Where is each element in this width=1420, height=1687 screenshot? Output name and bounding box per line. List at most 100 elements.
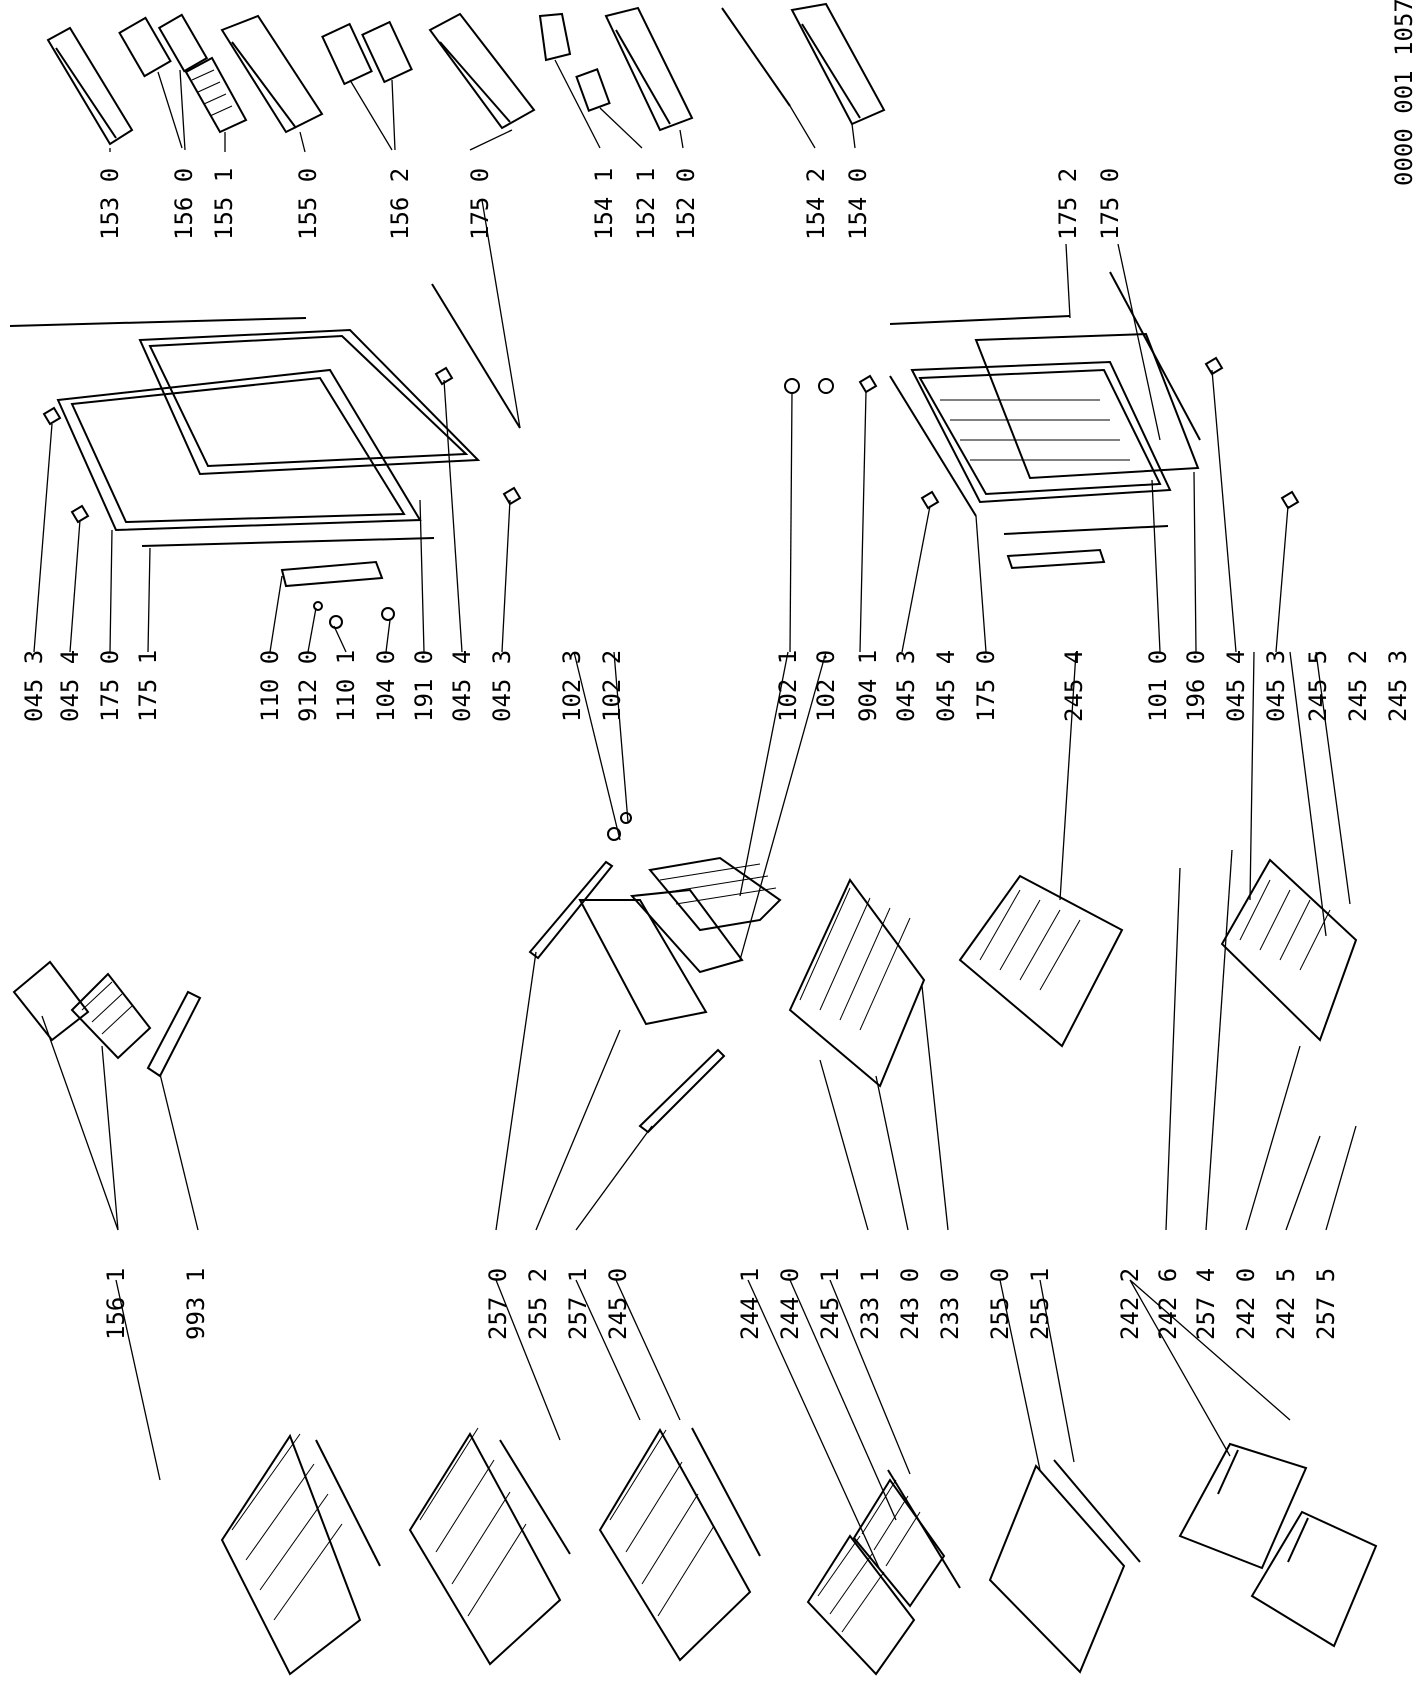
label-175-0-right: 175 0 (1096, 168, 1124, 240)
label-156-0-top: 156 0 (170, 168, 198, 240)
label-244-0: 244 0 (776, 1268, 804, 1340)
label-175-2: 175 2 (1054, 168, 1082, 240)
drawer-242-0 (1220, 858, 1358, 1042)
label-156-2: 156 2 (386, 168, 414, 240)
label-045-3-d: 045 3 (1262, 650, 1290, 722)
clip-102-2 (620, 812, 632, 824)
label-156-1: 156 1 (102, 1268, 130, 1340)
label-175-0-top: 175 0 (466, 168, 494, 240)
freezer-rail-175-0 (1109, 271, 1201, 441)
label-245-2: 245 2 (1344, 650, 1372, 722)
label-993-1: 993 1 (182, 1268, 210, 1340)
label-245-5: 245 5 (1304, 650, 1332, 722)
label-242-2: 242 2 (1116, 1268, 1144, 1340)
hinge-045-4-b (434, 366, 454, 386)
clip-102-3 (607, 827, 621, 841)
label-102-0: 102 0 (812, 650, 840, 722)
label-255-1: 255 1 (1026, 1268, 1054, 1340)
trim-257-1 (638, 1048, 726, 1134)
wire-shelf-245-0 (598, 1427, 761, 1662)
wire-shelf-233-1 (788, 878, 926, 1088)
label-045-4-d: 045 4 (1222, 650, 1250, 722)
trim-255-1 (1053, 1459, 1141, 1563)
hinge-045-4-d (1204, 356, 1224, 376)
rail-154-2 (721, 7, 791, 107)
door-strip-lower (141, 537, 435, 547)
label-175-0-a: 175 0 (96, 650, 124, 722)
label-245-0: 245 0 (604, 1268, 632, 1340)
label-102-1: 102 1 (774, 650, 802, 722)
egg-tray-156-0 (118, 13, 209, 78)
label-242-6: 242 6 (1154, 1268, 1182, 1340)
label-191-0: 191 0 (410, 650, 438, 722)
label-152-1: 152 1 (632, 168, 660, 240)
knob-904-1-b (818, 378, 834, 394)
trim-245-1 (887, 1469, 961, 1589)
cap-104-0 (381, 607, 395, 621)
wire-shelf-244-0 (852, 1478, 946, 1608)
label-045-4-b: 045 4 (448, 650, 476, 722)
trim-257-0 (528, 860, 614, 960)
label-242-5: 242 5 (1272, 1268, 1300, 1340)
drawer-front-102-0 (629, 888, 744, 974)
top-labels: 153 0 156 0 155 1 155 0 156 2 175 0 154 … (96, 168, 1124, 240)
hinge-045-3-a (42, 406, 62, 426)
label-110-0: 110 0 (256, 650, 284, 722)
label-045-4-a: 045 4 (56, 650, 84, 722)
hinge-045-3-d (1280, 490, 1300, 510)
label-175-1: 175 1 (134, 650, 162, 722)
label-196-0: 196 0 (1182, 650, 1210, 722)
label-045-3-b: 045 3 (488, 650, 516, 722)
label-255-0: 255 0 (986, 1268, 1014, 1340)
label-257-5: 257 5 (1312, 1268, 1340, 1340)
part-993-1 (146, 990, 202, 1078)
freezer-handle (1006, 548, 1106, 570)
egg-holder-155-1 (184, 56, 248, 134)
label-102-2: 102 2 (598, 650, 626, 722)
screw-912-0 (313, 601, 323, 611)
label-242-0: 242 0 (1232, 1268, 1260, 1340)
label-152-0: 152 0 (672, 168, 700, 240)
knob-904-1-a (784, 378, 800, 394)
freezer-strip-175-2 (889, 315, 1071, 325)
wire-shelf-b (408, 1427, 571, 1666)
drawer-242-2-a (1178, 1442, 1308, 1570)
label-245-4: 245 4 (1060, 650, 1088, 722)
label-045-4-c: 045 4 (932, 650, 960, 722)
label-102-3: 102 3 (558, 650, 586, 722)
label-257-0: 257 0 (484, 1268, 512, 1340)
label-045-3-a: 045 3 (20, 650, 48, 722)
label-101-0: 101 0 (1144, 650, 1172, 722)
label-257-4: 257 4 (1192, 1268, 1220, 1340)
handle-110-0 (280, 560, 384, 588)
hinge-045-3-b (502, 486, 522, 506)
freezer-door-101-0 (910, 360, 1172, 504)
door-frame-175-0 (56, 368, 422, 532)
label-155-1: 155 1 (210, 168, 238, 240)
label-904-1: 904 1 (854, 650, 882, 722)
crisper-cover-102-1 (648, 856, 782, 932)
label-110-1: 110 1 (332, 650, 360, 722)
bottom-labels: 156 1 993 1 257 0 255 2 257 1 245 0 244 … (102, 1268, 1340, 1340)
label-155-0: 155 0 (294, 168, 322, 240)
wire-shelf-244-1 (806, 1534, 916, 1676)
mid-labels: 045 3 045 4 175 0 175 1 110 0 912 0 110 … (20, 650, 1412, 722)
label-243-0: 243 0 (896, 1268, 924, 1340)
label-245-1: 245 1 (816, 1268, 844, 1340)
butter-tray-156-2 (321, 20, 413, 86)
reference-code: 0000 001 10573 (1390, 0, 1418, 186)
door-bin-153-0 (46, 26, 134, 146)
label-912-0: 912 0 (294, 650, 322, 722)
label-045-3-c: 045 3 (892, 650, 920, 722)
door-bin-152-0 (604, 6, 694, 132)
label-154-1: 154 1 (590, 168, 618, 240)
wire-shelf-a (220, 1433, 381, 1676)
hinge-045-4-c (920, 490, 940, 510)
cap-110-1 (329, 615, 343, 629)
glass-shelf-255-0 (988, 1464, 1126, 1674)
label-154-2: 154 2 (802, 168, 830, 240)
hinge-045-3-c (858, 374, 878, 394)
crisper-drawer-245-4 (958, 874, 1124, 1048)
